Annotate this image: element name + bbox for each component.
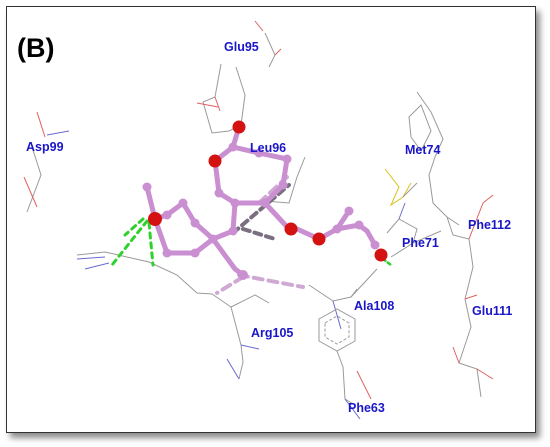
label-asp99: Asp99 [26,140,64,154]
label-phe112: Phe112 [468,218,511,232]
label-arg105: Arg105 [251,326,293,340]
label-ala108: Ala108 [354,299,394,313]
interaction-lines [110,175,393,295]
label-phe63: Phe63 [348,401,385,415]
label-leu96: Leu96 [250,141,286,155]
panel-label: (B) [17,33,55,63]
residue-sticks [23,20,494,420]
ligand-atoms [142,120,388,280]
label-glu95: Glu95 [224,40,259,54]
label-met74: Met74 [405,143,440,157]
docking-figure: (B) [6,6,536,433]
label-glu111: Glu111 [472,304,512,318]
label-phe71: Phe71 [402,236,439,250]
interaction-diagram: Glu95 Leu96 Asp99 Met74 Phe112 Phe71 Ala… [23,20,512,420]
